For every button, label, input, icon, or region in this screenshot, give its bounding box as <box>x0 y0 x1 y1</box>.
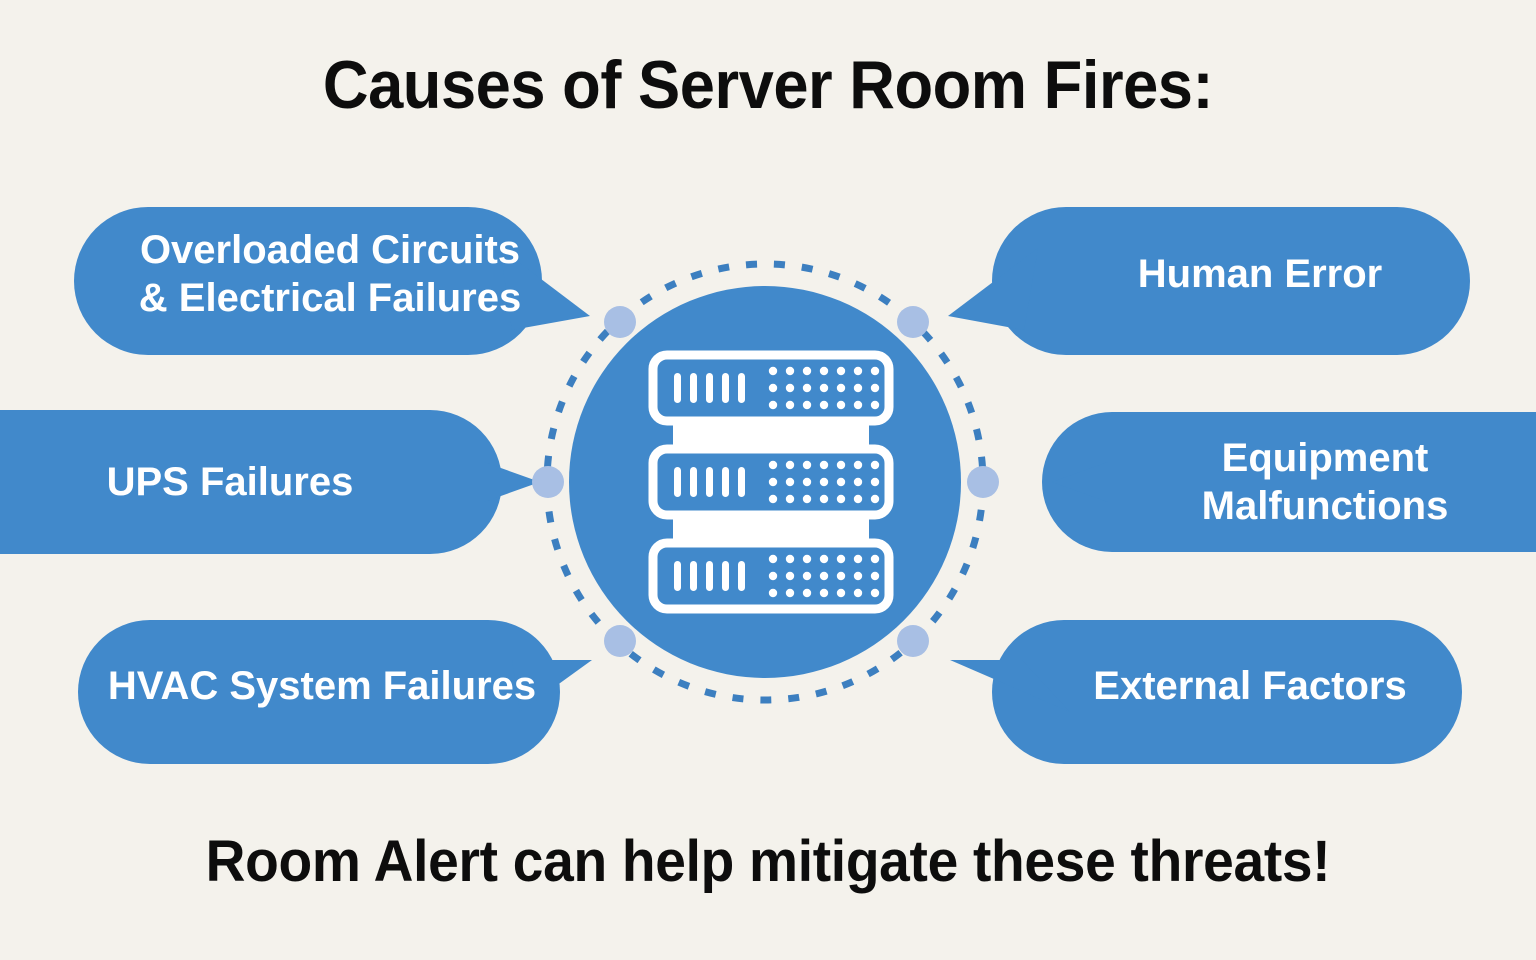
callout-overloaded-circuits[interactable] <box>74 207 590 355</box>
callout-tail-human-error <box>948 248 1038 330</box>
connector-dot-bottom-left <box>604 625 636 657</box>
callout-bubble-human-error <box>992 207 1470 355</box>
callout-tail-ups-failures <box>484 462 540 502</box>
rack-slot-bars <box>674 373 745 403</box>
page-title: Causes of Server Room Fires: <box>322 47 1214 123</box>
rack-led-grid <box>768 554 880 598</box>
callout-bubble-external-factors <box>992 620 1462 764</box>
rack-slot-bars <box>674 467 745 497</box>
rack-led-grid <box>768 460 880 504</box>
rack-slot-bars <box>674 561 745 591</box>
rack-led-grid <box>768 366 880 410</box>
callout-tail-overloaded-circuits <box>500 248 590 330</box>
callout-external-factors[interactable] <box>950 620 1462 764</box>
connector-dot-top-left <box>604 306 636 338</box>
connector-dot-bottom-right <box>897 625 929 657</box>
callout-bubble-equipment-malfunctions <box>1042 412 1536 552</box>
connector-dot-middle-left <box>532 466 564 498</box>
callout-bubble-overloaded-circuits <box>74 207 542 355</box>
callout-equipment-malfunctions[interactable] <box>1042 412 1536 552</box>
callout-hvac-system-failures[interactable] <box>78 620 592 764</box>
callout-tail-hvac-system-failures <box>512 660 592 712</box>
callout-ups-failures[interactable] <box>0 410 540 554</box>
rack-unit-1 <box>648 350 894 426</box>
rack-unit-3 <box>648 538 894 614</box>
rack-unit-2 <box>648 444 894 520</box>
server-rack-icon <box>648 350 894 614</box>
callout-human-error[interactable] <box>948 207 1470 355</box>
callout-bubble-hvac-system-failures <box>78 620 560 764</box>
callout-tail-equipment-malfunctions <box>1052 462 1108 502</box>
callout-tail-external-factors <box>950 660 1070 712</box>
connector-dot-top-right <box>897 306 929 338</box>
connector-dots <box>532 306 999 657</box>
footer-tagline: Room Alert can help mitigate these threa… <box>205 829 1331 894</box>
connector-dot-middle-right <box>967 466 999 498</box>
callout-bubble-ups-failures <box>0 410 502 554</box>
